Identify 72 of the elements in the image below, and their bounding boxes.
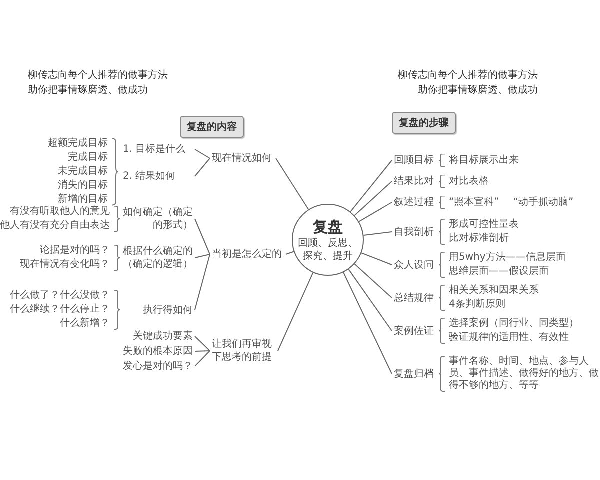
connector-line bbox=[276, 158, 310, 210]
title-text: 柳传志向每个人推荐的做事方法 bbox=[398, 70, 538, 82]
connector-line bbox=[343, 272, 392, 374]
connector-line bbox=[194, 336, 210, 352]
connector-line bbox=[194, 350, 210, 352]
detail-text: 相关关系和因果关系 bbox=[449, 285, 539, 297]
branch-label: 案例佐证 bbox=[394, 324, 436, 338]
branch-label: 总结规律 bbox=[394, 292, 436, 304]
detail-text: “照本宣科” bbox=[449, 196, 500, 208]
detail-text: 什么做了？什么没做？ bbox=[10, 290, 110, 302]
connector-line bbox=[278, 272, 314, 352]
connector-line bbox=[350, 160, 392, 212]
branch-label: 回顾目标 bbox=[394, 154, 436, 167]
detail-text: 完成目标 bbox=[68, 152, 108, 164]
branch-label: 发心是对的吗？ bbox=[113, 360, 193, 373]
connector-line bbox=[194, 254, 210, 258]
heading-box: 复盘的内容 bbox=[180, 116, 244, 138]
detail-text: 选择案例（同行业、同类型） bbox=[449, 318, 579, 330]
detail-text: 用5why方法——信息层面 bbox=[449, 252, 566, 264]
title-text: 助你把事情琢磨透、做成功 bbox=[28, 85, 148, 97]
center-title: 复盘 bbox=[313, 218, 343, 236]
branch-label: 结果比对 bbox=[394, 175, 436, 188]
branch-label: 现在情况如何 bbox=[212, 152, 274, 165]
detail-text: 对比表格 bbox=[449, 176, 489, 188]
connector-line bbox=[348, 268, 392, 332]
detail-text: 未完成目标 bbox=[58, 166, 108, 178]
connector-line bbox=[286, 251, 294, 255]
connector-line bbox=[358, 202, 392, 222]
branch-label: 1. 目标是什么 bbox=[123, 143, 193, 156]
heading-box: 复盘的步骤 bbox=[392, 112, 456, 134]
connector-line bbox=[354, 181, 392, 216]
detail-text: 比对标准剖析 bbox=[449, 233, 509, 245]
detail-text: 现在情况有变化吗？ bbox=[20, 259, 110, 271]
connector-line bbox=[361, 252, 392, 266]
branch-label: 根据什么确定的（确定的逻辑） bbox=[123, 245, 193, 271]
center-subtitle: 回顾、反思、探究、提升 bbox=[297, 236, 359, 262]
connector-line bbox=[194, 158, 210, 177]
detail-text: 什么继续？什么停止？ bbox=[10, 304, 110, 316]
title-text: 柳传志向每个人推荐的做事方法 bbox=[28, 70, 168, 82]
branch-label: 当初是怎么定的 bbox=[212, 248, 284, 261]
detail-text: “动手抓动脑” bbox=[513, 196, 574, 208]
detail-text: 验证规律的适用性、有效性 bbox=[449, 332, 569, 344]
detail-text: 新增的目标 bbox=[58, 194, 108, 206]
branch-label: 众人设问 bbox=[394, 258, 436, 272]
branch-label: 叙述过程 bbox=[394, 196, 436, 209]
branch-label: 让我们再审视下思考的前提 bbox=[212, 338, 276, 364]
connector-line bbox=[194, 218, 210, 255]
center-circle bbox=[292, 204, 364, 276]
detail-text: 超额完成目标 bbox=[48, 138, 108, 150]
title-text: 助你把事情琢磨透、做成功 bbox=[418, 85, 538, 97]
branch-label: 复盘归档 bbox=[394, 368, 436, 380]
detail-text: 有没有听取他人的意见 bbox=[10, 206, 110, 218]
branch-label: 2. 结果如何 bbox=[123, 170, 193, 183]
branch-label: 自我剖析 bbox=[394, 226, 436, 238]
detail-text: 思维层面——假设层面 bbox=[449, 266, 549, 278]
branch-label: 如何确定（确定的形式） bbox=[123, 206, 193, 232]
connector-line bbox=[194, 350, 210, 367]
branch-label: 执行得如何 bbox=[123, 304, 193, 316]
detail-text: 论据是对的吗？ bbox=[40, 245, 110, 257]
connector-line bbox=[194, 254, 210, 310]
connector-line bbox=[354, 264, 392, 298]
detail-text: 消失的目标 bbox=[58, 180, 108, 192]
connector-line bbox=[194, 149, 210, 159]
detail-text: 将目标展示出来 bbox=[449, 154, 519, 166]
detail-text: 他人有没有充分自由表达 bbox=[0, 220, 110, 232]
detail-text: 什么新增？ bbox=[60, 318, 110, 330]
detail-text: 事件名称、时间、地点、参与人员、事件描述、做得好的地方、做得不够的地方、等等 bbox=[449, 356, 599, 392]
connector-line bbox=[363, 232, 392, 236]
branch-label: 关键成功要素 bbox=[113, 330, 193, 343]
detail-text: 形成可控性量表 bbox=[449, 219, 519, 231]
detail-text: 4条判断原则 bbox=[449, 299, 506, 311]
branch-label: 失败的根本原因 bbox=[113, 345, 193, 358]
